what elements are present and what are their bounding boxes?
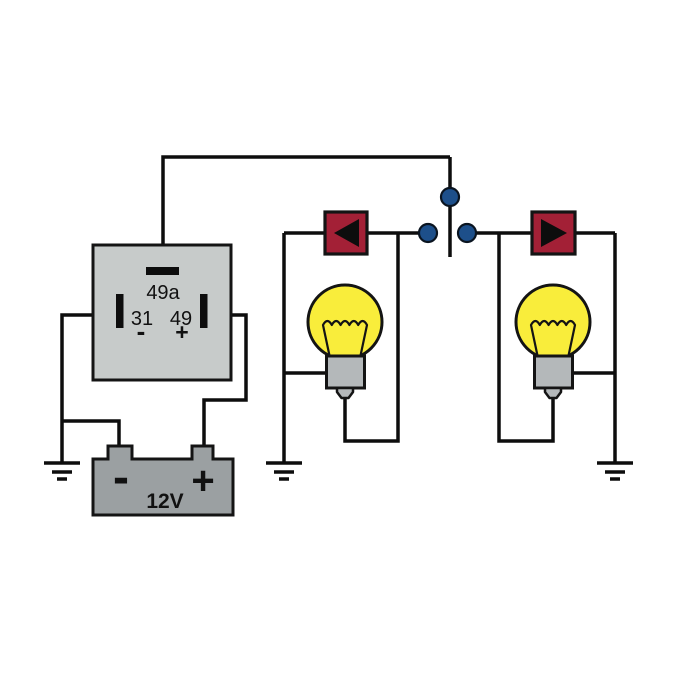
turn-signal-switch <box>417 186 478 244</box>
switch-right-contact <box>456 222 478 244</box>
switch-left-contact <box>417 222 439 244</box>
relay-terminal-49-label: 49 <box>170 308 192 330</box>
wire-31-to-battery-negative <box>62 419 121 450</box>
wire-49a-to-switch <box>161 155 450 271</box>
right-bulb-base-tip <box>543 386 563 400</box>
relay-terminal-49-sign: + <box>175 319 188 345</box>
left-arrow-icon <box>334 219 359 247</box>
flasher-relay: 49a 31 49 - + <box>91 243 233 382</box>
relay-terminal-49-plate <box>200 294 208 328</box>
left-bulb-base-tip <box>335 386 355 400</box>
relay-body <box>91 243 233 382</box>
battery: - + 12V <box>91 444 235 517</box>
left-bulb-filament <box>321 319 369 360</box>
relay-terminal-31-plate <box>116 294 124 328</box>
switch-pole-contact <box>439 186 461 208</box>
ground-symbol-left-lamp <box>266 461 302 481</box>
wire-right-bulb-bottom-contact <box>497 233 555 443</box>
right-bulb-base <box>533 354 574 390</box>
wire-left-bulb-bottom-contact <box>343 233 400 443</box>
left-bulb-base <box>325 354 366 390</box>
battery-positive-symbol: + <box>191 459 214 503</box>
right-bulb-filament <box>529 319 577 360</box>
right-turn-signal-bulb <box>514 283 592 400</box>
right-arrow-icon <box>541 219 567 247</box>
ground-symbol-right-lamp <box>597 461 633 481</box>
relay-terminal-49a-label: 49a <box>146 282 180 304</box>
battery-voltage-label: 12V <box>146 490 183 513</box>
relay-terminal-49a-plate <box>146 267 179 275</box>
battery-body <box>91 444 235 517</box>
ground-symbol-battery <box>44 461 80 481</box>
right-indicator <box>530 210 577 256</box>
relay-terminal-31-label: 31 <box>131 308 153 330</box>
battery-negative-symbol: - <box>113 451 129 504</box>
left-indicator <box>323 210 369 256</box>
left-turn-signal-bulb <box>306 283 384 400</box>
relay-terminal-31-sign: - <box>137 316 146 346</box>
